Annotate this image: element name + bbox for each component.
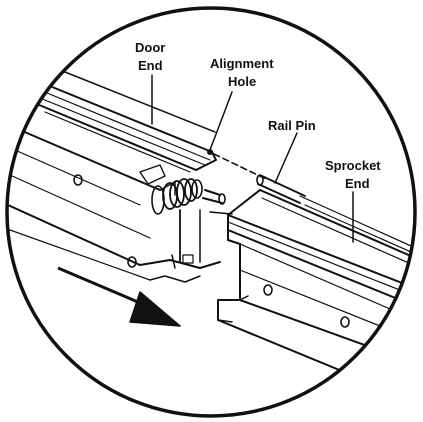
rail-pin — [257, 175, 306, 204]
leader-lines — [151, 74, 354, 243]
leader-alignment-hole — [209, 91, 233, 151]
leader-rail-pin — [274, 132, 298, 184]
alignment-hole — [207, 149, 213, 155]
coil-spring-fitting — [151, 178, 226, 215]
label-alignment-hole-line1: Alignment — [210, 56, 274, 71]
label-sprocket-end-line2: End — [345, 176, 370, 191]
label-door-end-line1: Door — [135, 40, 165, 55]
arrow-right-down-icon — [57, 266, 181, 327]
label-alignment-hole-line2: Hole — [228, 74, 256, 89]
label-door-end-line2: End — [138, 58, 163, 73]
label-sprocket-end-line1: Sprocket — [325, 158, 381, 173]
door-end-rail — [8, 69, 221, 283]
label-rail-pin: Rail Pin — [268, 118, 316, 133]
